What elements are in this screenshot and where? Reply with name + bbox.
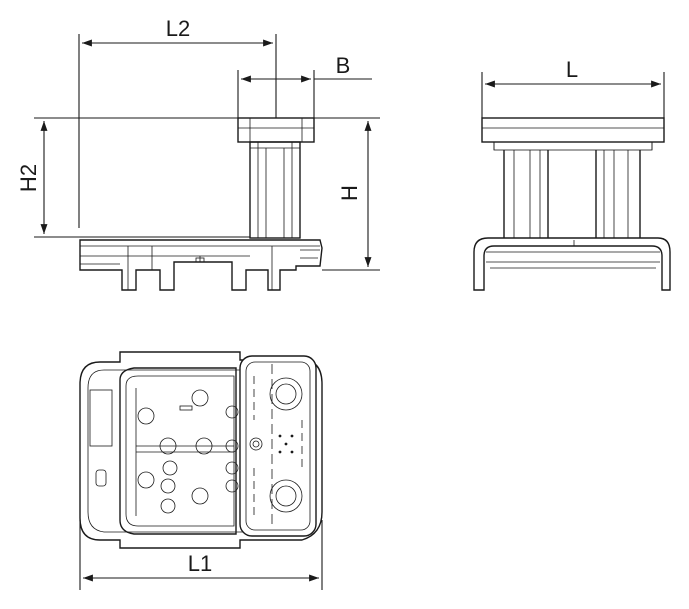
top-view xyxy=(79,351,323,549)
dimension-l: L xyxy=(481,57,665,118)
l2-label: L2 xyxy=(166,16,190,41)
dimension-l2: L2 xyxy=(78,16,277,228)
dimension-h: H xyxy=(314,117,380,271)
h2-label: H2 xyxy=(16,164,41,192)
b-label: B xyxy=(336,53,351,78)
h-label: H xyxy=(337,185,362,201)
side-view xyxy=(79,117,323,291)
dimension-l1: L1 xyxy=(79,520,323,590)
l-label: L xyxy=(566,57,578,82)
dimension-h2: H2 xyxy=(16,117,250,238)
front-view xyxy=(473,117,671,291)
l1-label: L1 xyxy=(188,551,212,576)
dimension-b: B xyxy=(237,53,372,118)
